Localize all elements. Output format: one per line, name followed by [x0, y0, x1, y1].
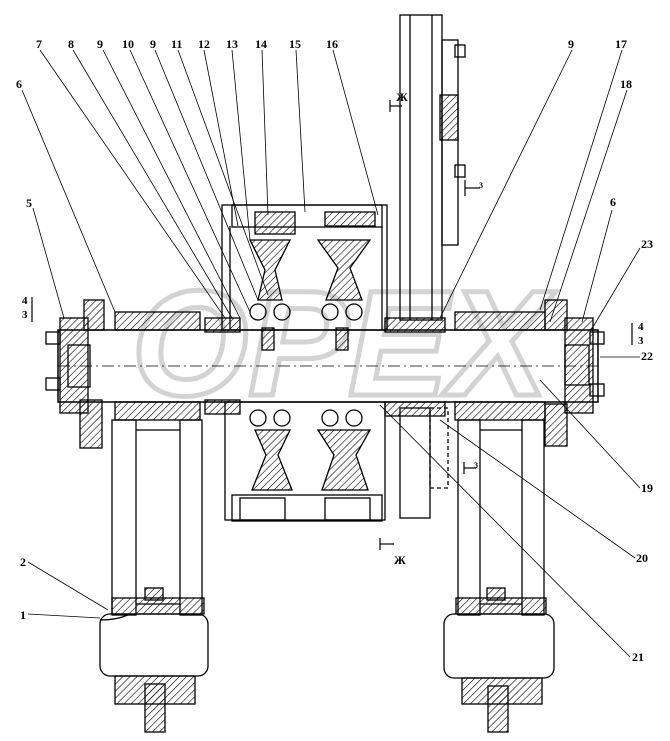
callout-19: 19: [641, 481, 653, 495]
section-zh-bottom: Ж: [394, 553, 406, 567]
callout-12: 12: [198, 37, 210, 51]
callout-23: 23: [641, 237, 653, 251]
callout-16: 16: [326, 37, 338, 51]
callout-18: 18: [620, 77, 632, 91]
callout-13: 13: [226, 37, 238, 51]
section-4-left: 4: [22, 295, 28, 307]
lower-pulley-left: [251, 429, 293, 491]
callout-8: 8: [68, 37, 74, 51]
section-3-right: 3: [638, 335, 644, 347]
callout-1: 1: [20, 608, 26, 622]
callout-5: 5: [26, 196, 32, 210]
callout-14: 14: [255, 37, 267, 51]
callout-9a: 9: [97, 37, 103, 51]
callout-7: 7: [36, 37, 42, 51]
section-markers: [31, 100, 633, 550]
callout-9b: 9: [150, 37, 156, 51]
callout-22: 22: [641, 349, 653, 363]
mechanism-lines: [21, 14, 641, 733]
callout-20: 20: [636, 551, 648, 565]
lower-pulley-right: [316, 429, 372, 491]
section-4-right: 4: [638, 321, 644, 333]
section-3-left: 3: [22, 309, 28, 321]
bottom-right-wheel: [443, 613, 555, 679]
left-flange: [59, 317, 89, 414]
callout-6-right: 6: [610, 195, 616, 209]
upper-pulley-right: [316, 239, 372, 301]
bottom-left-wheel: [99, 613, 209, 677]
section-zh-top: Ж: [396, 90, 408, 104]
callout-11: 11: [171, 37, 183, 51]
leader-lines: [21, 49, 641, 658]
section-3-bottom: 3: [474, 461, 478, 470]
callout-15: 15: [289, 37, 301, 51]
callout-6-left: 6: [16, 77, 22, 91]
callout-9c: 9: [568, 37, 574, 51]
upper-pulley-left: [248, 239, 292, 301]
callout-17: 17: [615, 37, 627, 51]
section-3-top: 3: [479, 181, 483, 190]
callout-21: 21: [632, 650, 644, 664]
callout-2: 2: [20, 555, 26, 569]
callout-10: 10: [122, 37, 134, 51]
